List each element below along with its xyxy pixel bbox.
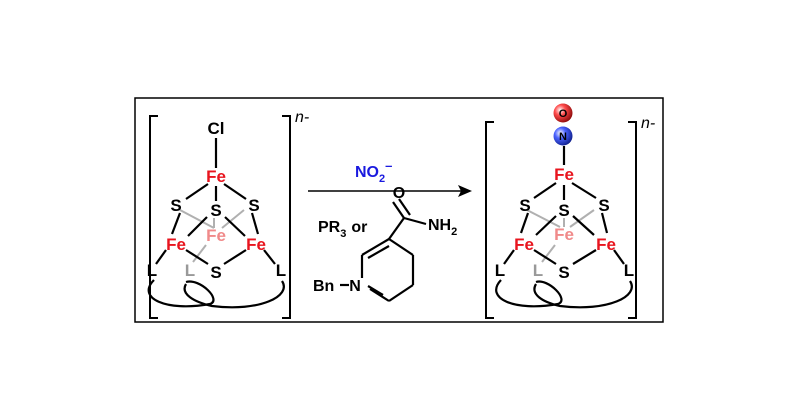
right-sulfur-right: S: [598, 196, 609, 215]
left-iron-right: Fe: [246, 235, 266, 254]
right-ligand-left: L: [495, 261, 505, 280]
right-iron-right: Fe: [596, 235, 616, 254]
left-apical-chloride: Cl: [208, 119, 225, 138]
right-sulfur-center: S: [558, 201, 569, 220]
right-charge: n-: [641, 115, 655, 132]
nadh-model-structure: Bn N O NH2: [313, 185, 457, 302]
nitrosyl-nitrogen-sphere: [553, 126, 573, 146]
left-ligand-left: L: [147, 261, 157, 280]
left-sulfur-left: S: [170, 196, 181, 215]
nitrite-reagent: NO2–: [355, 158, 392, 185]
nitrosyl-nitrogen: N: [559, 131, 567, 143]
carbonyl-oxygen: O: [393, 185, 405, 202]
left-ligand-right: L: [276, 261, 286, 280]
right-iron-top: Fe: [554, 165, 574, 184]
amide-group: NH2: [428, 217, 457, 238]
left-iron-left: Fe: [166, 235, 186, 254]
right-ligand-right: L: [624, 261, 634, 280]
left-cluster: Cl Fe S S S Fe Fe Fe S L L L n-: [147, 109, 309, 319]
left-charge: n-: [295, 109, 309, 126]
nitrosyl-oxygen: O: [559, 108, 568, 120]
right-bracket-open: [485, 121, 494, 319]
right-cluster: O N Fe S S S Fe Fe Fe S L L L n-: [485, 103, 655, 319]
ring-nitrogen: N: [349, 278, 361, 295]
left-sulfur-bottom: S: [210, 263, 221, 282]
left-bracket-open: [149, 115, 158, 319]
benzyl-group: Bn: [313, 278, 334, 295]
reaction-arrowhead: [458, 185, 472, 197]
right-sulfur-left: S: [519, 196, 530, 215]
right-ligand-back: L: [533, 261, 543, 280]
scheme-frame: [134, 97, 664, 323]
left-iron-back: Fe: [206, 226, 226, 245]
left-sulfur-center: S: [210, 201, 221, 220]
left-iron-top: Fe: [206, 167, 226, 186]
left-ligand-back: L: [185, 261, 195, 280]
left-bracket-close: [282, 115, 291, 319]
right-iron-left: Fe: [514, 235, 534, 254]
right-bracket-close: [628, 121, 637, 319]
nitrosyl-oxygen-sphere: [553, 103, 573, 123]
right-iron-back: Fe: [554, 225, 574, 244]
left-sulfur-right: S: [248, 196, 259, 215]
right-sulfur-bottom: S: [558, 263, 569, 282]
